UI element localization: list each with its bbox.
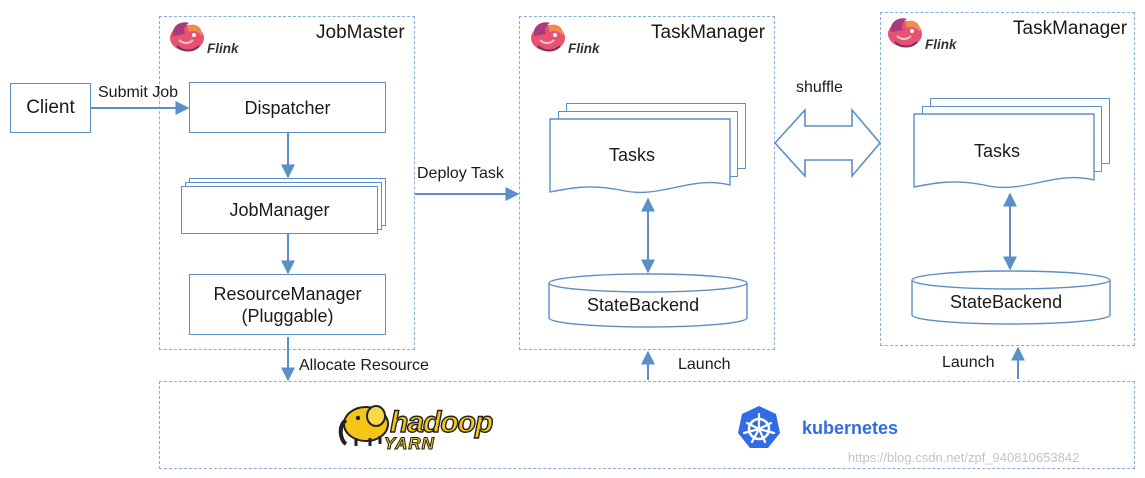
shuffle-double-arrow bbox=[773, 107, 882, 179]
taskmanager-2-title: TaskManager bbox=[1013, 18, 1128, 39]
tasks-label: Tasks bbox=[609, 145, 656, 165]
flink-squirrel-icon bbox=[888, 18, 922, 48]
shuffle-label: shuffle bbox=[796, 79, 843, 96]
tasks-stack-mid bbox=[922, 106, 1102, 172]
taskmanager-2-container bbox=[880, 12, 1135, 346]
flink-logo-text: Flink bbox=[925, 37, 957, 52]
statebackend-label: StateBackend bbox=[950, 292, 1063, 312]
client-box: Client bbox=[10, 83, 91, 133]
resource-layer-container bbox=[159, 381, 1135, 469]
jobmaster-title: JobMaster bbox=[316, 22, 405, 43]
flink-logo-text: Flink bbox=[568, 41, 600, 56]
yarn-logo-text: YARN bbox=[384, 434, 435, 454]
tasks-label: Tasks bbox=[974, 141, 1021, 161]
kubernetes-helm-icon bbox=[738, 406, 780, 448]
flink-logo-text: Flink bbox=[207, 41, 239, 56]
submit-job-label: Submit Job bbox=[98, 84, 179, 101]
resourcemanager-pluggable-label: (Pluggable) bbox=[241, 305, 334, 326]
deploy-task-label: Deploy Task bbox=[417, 165, 504, 182]
launch-label: Launch bbox=[942, 354, 995, 371]
hadoop-logo-text: hadoop bbox=[389, 405, 494, 439]
flink-squirrel-icon bbox=[170, 22, 204, 52]
flink-squirrel-icon bbox=[531, 22, 565, 52]
kubernetes-label: kubernetes bbox=[802, 418, 899, 438]
hadoop-elephant-icon bbox=[338, 405, 389, 446]
resourcemanager-box: ResourceManager (Pluggable) bbox=[189, 274, 386, 335]
allocate-resource-label: Allocate Resource bbox=[299, 357, 429, 374]
resourcemanager-label: ResourceManager bbox=[213, 283, 362, 304]
jobmanager-box: JobManager bbox=[181, 186, 378, 234]
watermark-text: https://blog.csdn.net/zpf_940810653842 bbox=[848, 450, 1080, 465]
taskmanager-1-container bbox=[519, 16, 775, 350]
taskmanager-1-title: TaskManager bbox=[651, 22, 766, 43]
launch-label: Launch bbox=[678, 356, 731, 373]
tasks-stack-mid bbox=[558, 111, 738, 177]
dispatcher-box: Dispatcher bbox=[189, 82, 386, 133]
statebackend-label: StateBackend bbox=[587, 295, 700, 315]
